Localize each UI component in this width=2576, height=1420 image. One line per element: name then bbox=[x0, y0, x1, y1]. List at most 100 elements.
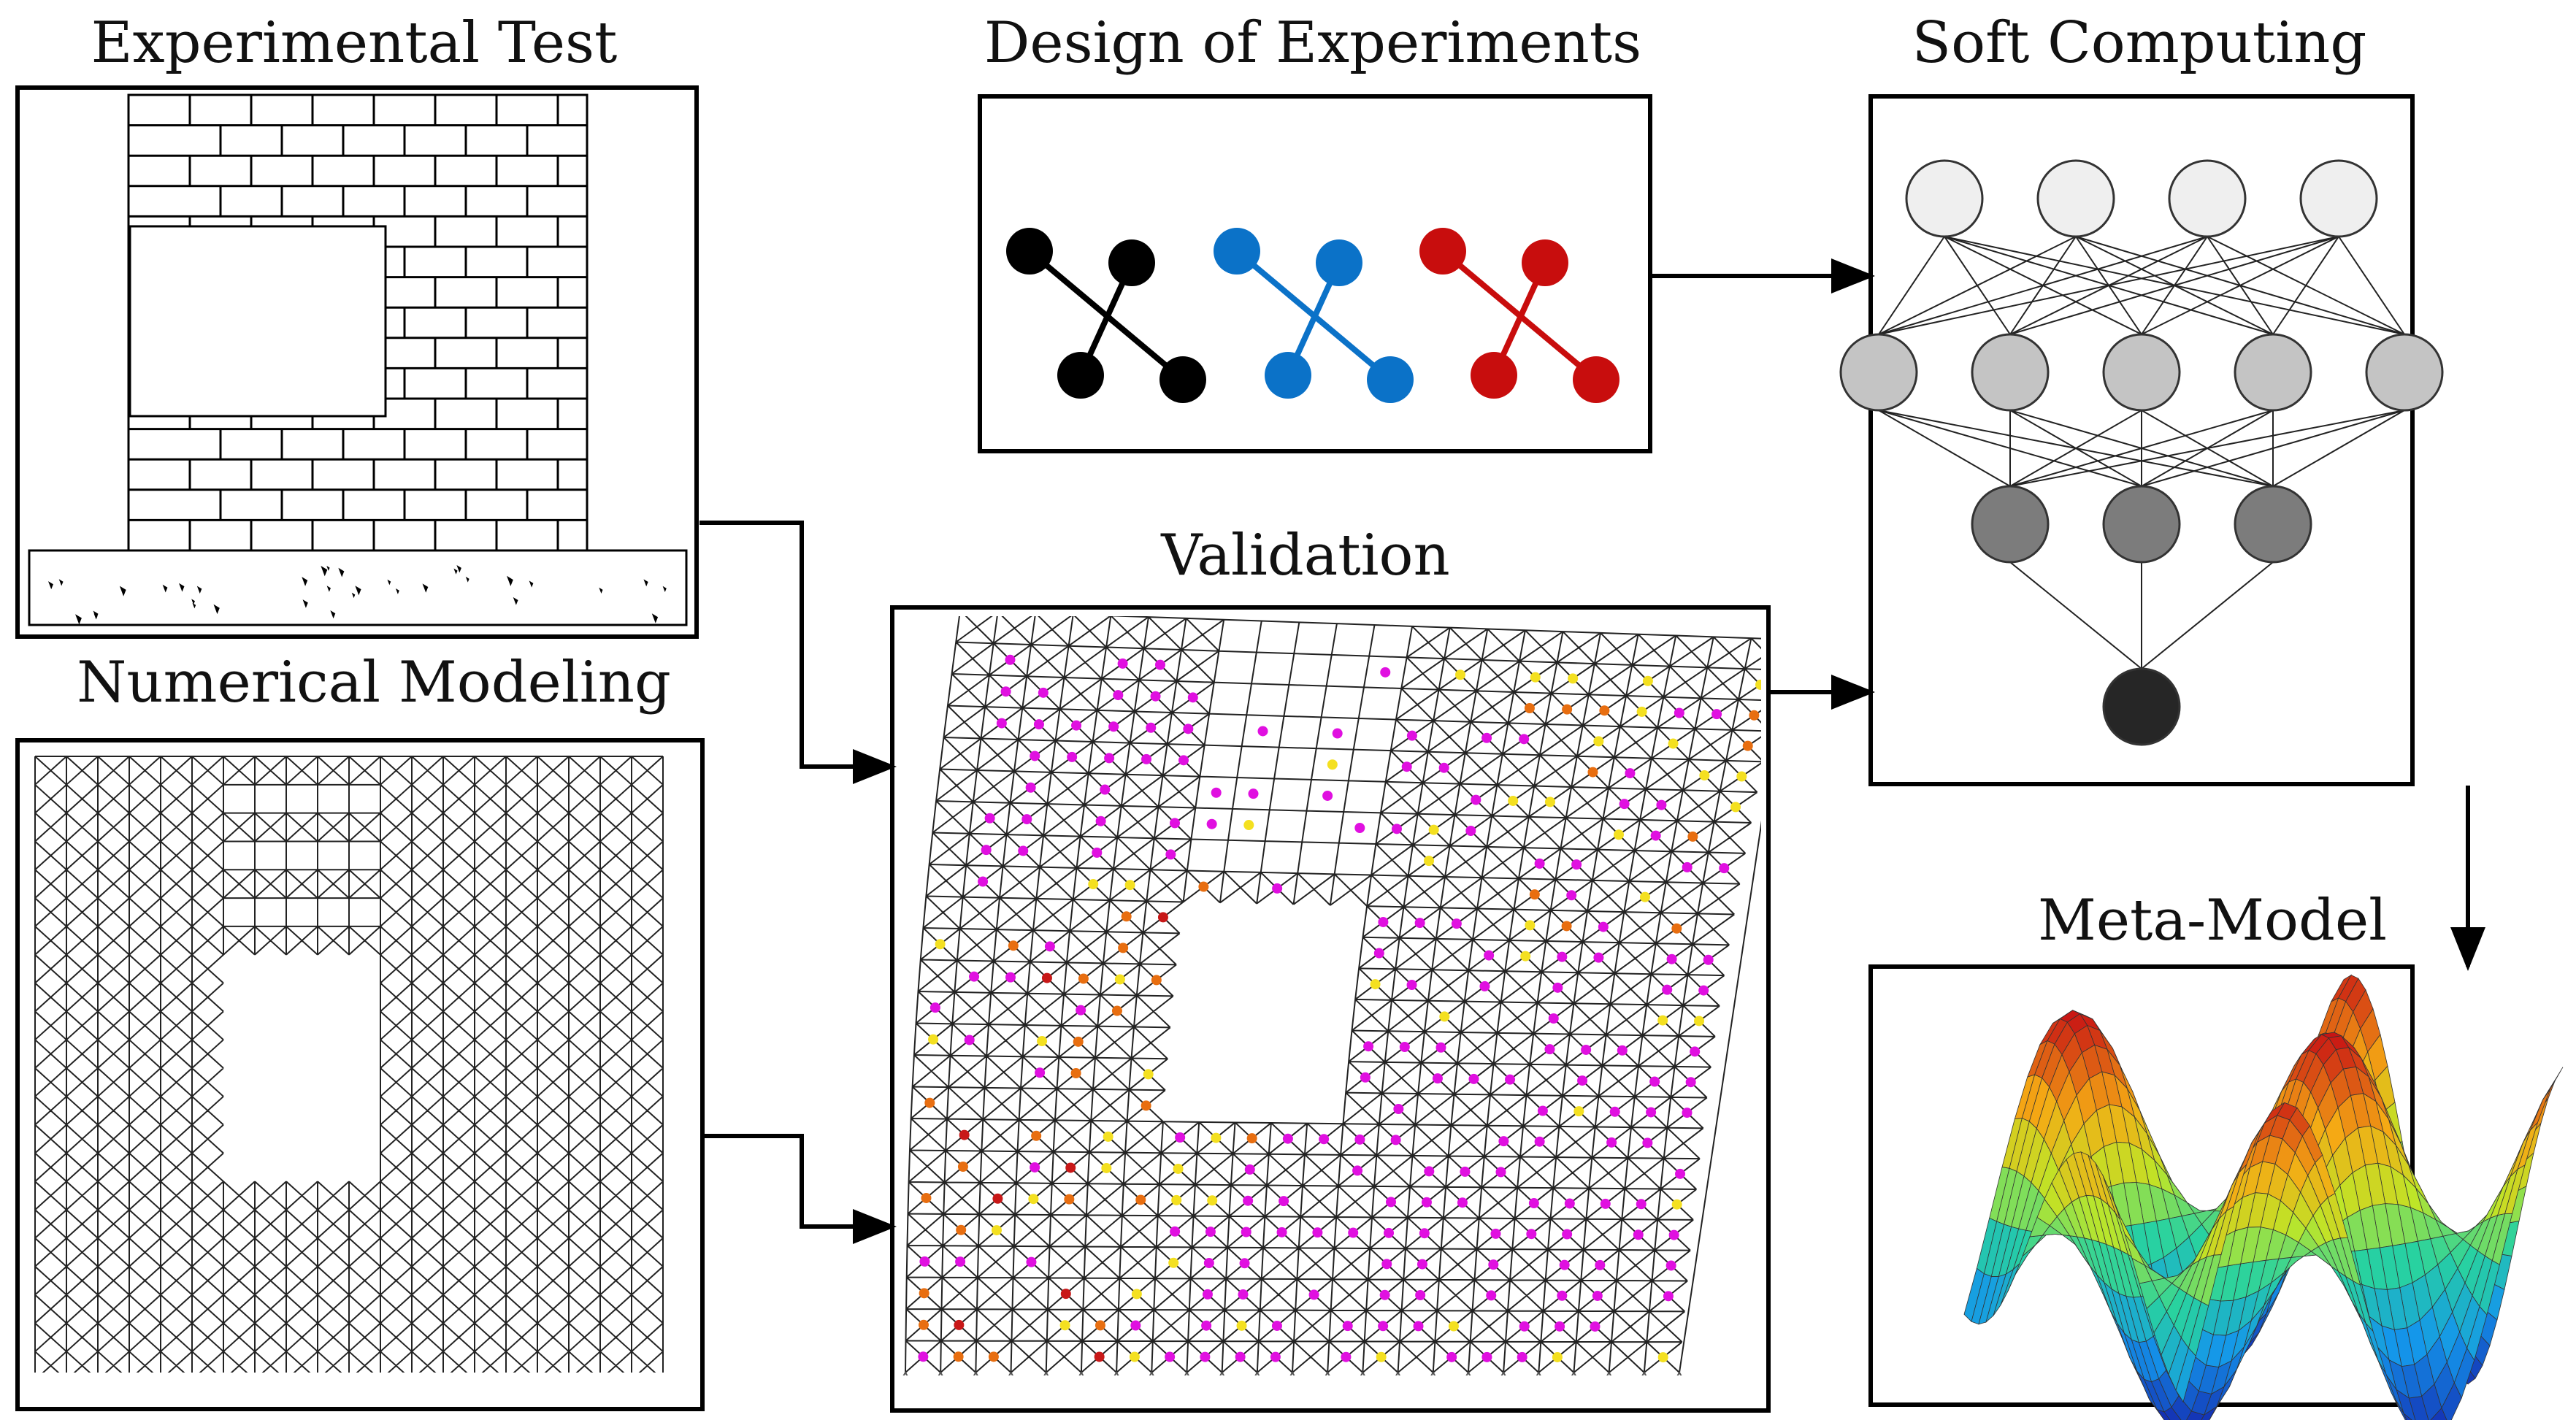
doe-point bbox=[1265, 352, 1311, 399]
stress-marker bbox=[1030, 1162, 1040, 1173]
stress-marker bbox=[1406, 730, 1417, 741]
stress-marker bbox=[984, 813, 995, 824]
stress-marker bbox=[1573, 1106, 1584, 1117]
stress-marker bbox=[1322, 790, 1333, 801]
ann-node bbox=[2102, 485, 2181, 564]
stress-marker bbox=[1390, 1135, 1401, 1145]
stress-marker bbox=[1505, 1074, 1516, 1085]
stress-marker bbox=[1736, 771, 1747, 782]
doe-point bbox=[1214, 228, 1260, 275]
stress-marker bbox=[1414, 918, 1425, 929]
ann-connection bbox=[2009, 561, 2142, 669]
stress-marker bbox=[1354, 1134, 1365, 1145]
aggregate-mark bbox=[321, 565, 328, 577]
stress-marker bbox=[1073, 1036, 1084, 1047]
stress-marker bbox=[1526, 1229, 1537, 1240]
stress-marker bbox=[1649, 1076, 1660, 1087]
stress-marker bbox=[1157, 912, 1168, 923]
stress-marker bbox=[992, 1225, 1003, 1236]
stress-marker bbox=[1173, 1163, 1184, 1174]
stress-marker bbox=[1609, 1106, 1620, 1117]
ann-connection bbox=[1878, 236, 2208, 335]
stress-marker bbox=[1552, 1351, 1563, 1362]
stress-marker bbox=[1202, 1289, 1213, 1300]
stress-marker bbox=[1595, 1259, 1606, 1270]
stress-marker bbox=[1094, 1351, 1105, 1362]
stress-marker bbox=[1165, 849, 1176, 860]
stress-marker bbox=[1363, 1041, 1374, 1052]
aggregate-mark bbox=[338, 567, 345, 577]
concrete-aggregate bbox=[48, 564, 667, 625]
stress-marker bbox=[957, 1161, 968, 1172]
stress-marker bbox=[1524, 702, 1535, 713]
stress-marker bbox=[1342, 1321, 1353, 1332]
stress-marker bbox=[1593, 736, 1604, 747]
stress-marker bbox=[1376, 1351, 1387, 1362]
ann-node bbox=[2168, 159, 2247, 238]
soft-computing-title: Soft Computing bbox=[1912, 10, 2367, 76]
arrow-experimental-to-validation bbox=[699, 521, 897, 784]
numerical-mesh bbox=[34, 756, 664, 1373]
stress-marker bbox=[1698, 985, 1709, 996]
stress-marker bbox=[1065, 1162, 1076, 1173]
stress-marker bbox=[1078, 973, 1089, 984]
ann-connection bbox=[2141, 410, 2405, 487]
surface-patch bbox=[2430, 1407, 2447, 1420]
ann-connection bbox=[1878, 236, 2339, 335]
neural-network bbox=[1839, 159, 2444, 746]
aggregate-mark bbox=[662, 586, 667, 593]
stress-marker bbox=[1211, 787, 1222, 798]
stress-marker bbox=[1103, 1131, 1113, 1142]
arrow-numerical-to-validation bbox=[704, 1134, 897, 1244]
stress-marker bbox=[1593, 952, 1604, 963]
aggregate-mark bbox=[355, 586, 361, 596]
stress-marker bbox=[1312, 1227, 1323, 1238]
stress-marker bbox=[1131, 1289, 1142, 1300]
stress-marker bbox=[1671, 1199, 1682, 1210]
stress-marker bbox=[1525, 920, 1536, 931]
stress-marker bbox=[1399, 1041, 1410, 1052]
stress-marker bbox=[1481, 732, 1492, 743]
stress-marker bbox=[1419, 1228, 1430, 1239]
ann-node bbox=[2234, 485, 2312, 564]
stress-marker bbox=[1101, 1162, 1112, 1173]
doe-point bbox=[1108, 239, 1155, 286]
stress-marker bbox=[1460, 1166, 1471, 1177]
stress-marker bbox=[1703, 954, 1714, 965]
stress-marker bbox=[1685, 1077, 1696, 1088]
stress-marker bbox=[1025, 782, 1036, 793]
stress-marker bbox=[1146, 722, 1157, 733]
stress-marker bbox=[1327, 759, 1338, 770]
stress-marker bbox=[1381, 1259, 1392, 1270]
stress-marker bbox=[1428, 824, 1439, 835]
stress-marker bbox=[1178, 755, 1189, 766]
stress-marker bbox=[1165, 1351, 1176, 1362]
support bbox=[1219, 1371, 1225, 1375]
stress-marker bbox=[1687, 831, 1698, 842]
ann-connection bbox=[2272, 236, 2339, 335]
stress-marker bbox=[1150, 691, 1161, 702]
stress-marker bbox=[1559, 1259, 1570, 1270]
stress-marker bbox=[978, 876, 989, 887]
stress-marker bbox=[1393, 1103, 1404, 1114]
stress-marker bbox=[1198, 881, 1209, 892]
aggregate-mark bbox=[456, 564, 461, 573]
stress-marker bbox=[1699, 770, 1710, 781]
stress-marker bbox=[1008, 940, 1019, 951]
stress-marker bbox=[1592, 1290, 1603, 1301]
ann-connection bbox=[2009, 410, 2274, 487]
stress-marker bbox=[1488, 1259, 1499, 1270]
stress-marker bbox=[1682, 861, 1693, 872]
stress-marker bbox=[919, 1256, 930, 1267]
stress-marker bbox=[1548, 1013, 1559, 1024]
ann-node bbox=[2102, 667, 2181, 746]
stress-marker bbox=[1030, 751, 1040, 761]
stress-marker bbox=[1129, 1351, 1140, 1362]
stress-marker bbox=[1071, 720, 1082, 731]
stress-marker bbox=[1236, 1320, 1247, 1331]
stress-marker bbox=[1104, 753, 1115, 764]
stress-marker bbox=[1424, 1166, 1435, 1177]
stress-marker bbox=[1534, 858, 1545, 869]
